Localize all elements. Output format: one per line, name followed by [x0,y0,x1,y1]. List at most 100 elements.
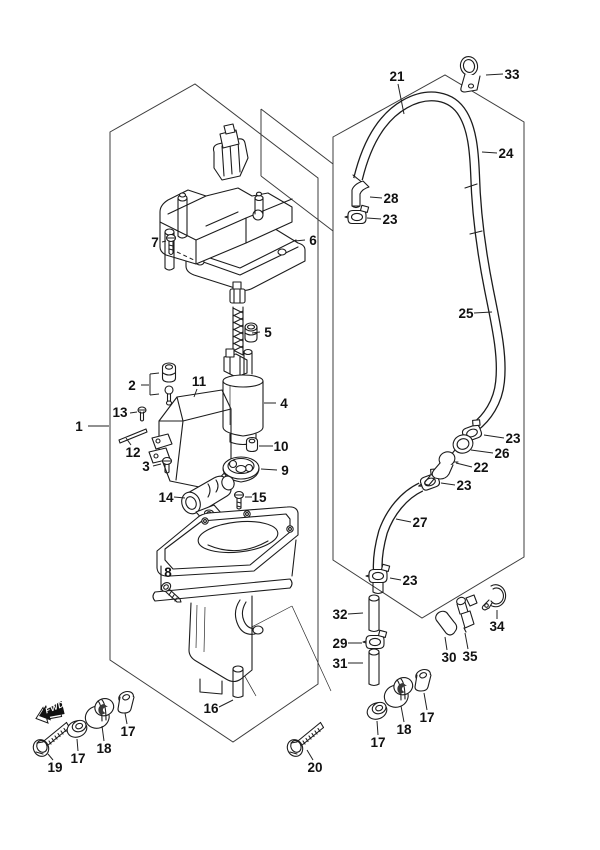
callout-label-18: 18 [396,722,412,737]
callout-leader-23 [366,217,382,220]
callout-leader-30 [444,636,448,651]
part-18-grommet-right [380,674,416,712]
part-ecu-body [159,187,293,271]
part-13-screw [137,406,147,422]
callout-leader-17 [376,720,379,736]
part-22-filter [424,451,456,486]
group-box-hoses [332,74,525,619]
part-ecu-connector-tower [212,123,249,181]
callout-leader-18 [400,705,405,723]
callout-label-33: 33 [504,67,520,82]
hose-21-24-25 [352,91,506,431]
callout-label-23: 23 [505,431,521,446]
part-15-screw [233,490,250,521]
callout-leader-19 [47,753,54,761]
callout-leader-14 [173,496,186,499]
part-17-collar-left [116,688,136,714]
group-box-sub-strip [260,108,334,232]
fwd-arrow: FWD [35,700,66,724]
part-9-rotor [222,456,260,483]
hose-stub-below-clamp [372,581,384,595]
callout-label-24: 24 [498,146,514,161]
callout-leader-23 [389,577,402,581]
part-8-screw [160,582,182,603]
callout-label-28: 28 [383,191,399,206]
callout-label-6: 6 [309,233,317,248]
callout-leader-35 [464,632,469,650]
callout-label-21: 21 [389,69,405,84]
callout-leader-32 [347,612,364,615]
callout-label-17: 17 [120,724,135,739]
callout-leader-33 [485,73,504,76]
callout-leader-11 [193,388,198,398]
callout-leader-23 [483,434,505,439]
callout-label-9: 9 [281,463,289,478]
callout-leader-28 [369,196,383,199]
hose-27 [372,482,424,574]
callout-label-12: 12 [125,445,140,460]
callout-label-34: 34 [489,619,505,634]
part-12-pin [118,428,148,444]
callout-label-29: 29 [332,636,347,651]
callout-label-23: 23 [456,478,472,493]
callout-label-17: 17 [370,735,385,750]
callout-leader-25 [473,311,493,314]
callout-label-8: 8 [164,565,172,580]
callout-label-27: 27 [412,515,427,530]
part-30-grommet [435,610,458,636]
callout-label-20: 20 [307,760,322,775]
part-31-tube [368,648,380,687]
callout-label-18: 18 [96,741,112,756]
callout-label-31: 31 [332,656,348,671]
part-10-grommet [245,436,259,453]
callout-label-17: 17 [419,710,434,725]
callout-label-25: 25 [458,306,474,321]
callout-label-32: 32 [332,607,347,622]
part-chamber-body [152,539,297,695]
callout-leader-21 [397,83,405,115]
part-7-screw [165,233,197,262]
callout-leader-27 [395,518,412,523]
callout-label-15: 15 [251,490,267,505]
callout-label-4: 4 [280,396,288,411]
callout-leader-5 [251,331,261,334]
callout-leader-7 [161,240,167,243]
part-18-grommet-left [81,695,117,733]
part-5-cap [244,322,258,343]
part-34-clip [481,584,507,611]
part-20-bolt [284,721,325,760]
callout-leader-23 [440,482,456,486]
callout-leader-3 [152,463,162,467]
callout-leader-24 [481,151,498,154]
callout-label-2: 2 [128,378,136,393]
part-11-cover [148,389,232,490]
callout-leader-16 [218,699,234,708]
callout-label-30: 30 [441,650,456,665]
part-19-bolt [30,721,71,760]
callout-leader-17 [124,712,128,725]
part-35-drain-valve [456,594,478,633]
part-3-screw [161,456,173,474]
callout-label-3: 3 [142,459,150,474]
callout-label-17: 17 [70,751,85,766]
callout-label-14: 14 [158,490,174,505]
callout-leader-22 [455,462,473,468]
callout-label-19: 19 [47,760,62,775]
callout-label-35: 35 [462,649,478,664]
part-16-tube [232,665,244,699]
part-5-connector-and-spring [229,281,246,356]
part-4-fuel-pump [222,348,264,446]
callout-label-16: 16 [203,701,219,716]
callout-label-23: 23 [402,573,418,588]
callout-label-13: 13 [112,405,128,420]
callout-leader-13 [129,411,138,414]
part-32-tube [368,594,380,633]
callout-label-23: 23 [382,212,398,227]
callout-leader-17 [76,738,79,752]
callout-leader-6 [294,239,306,242]
part-chamber-rim [156,506,299,577]
callout-leader-18 [101,725,105,742]
